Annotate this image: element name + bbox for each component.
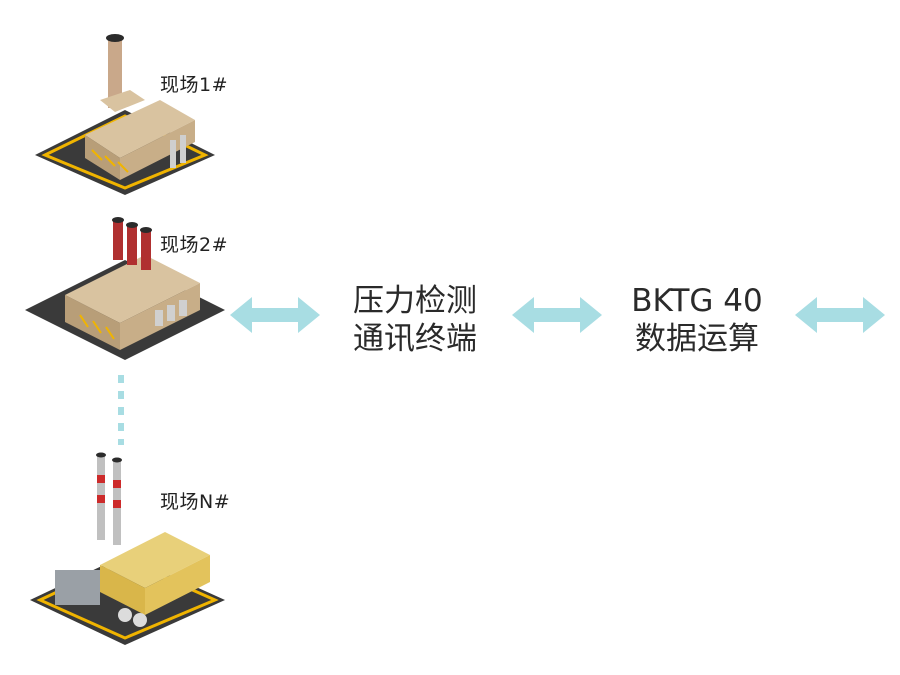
pressure-terminal-line2: 通讯终端 [353, 321, 477, 357]
pressure-terminal-block: 压力检测 通讯终端 [330, 282, 500, 358]
dotted-connector [118, 375, 124, 445]
double-arrow-icon [512, 297, 602, 333]
site-label-n: 现场N# [160, 491, 231, 513]
bktg-compute-line1: BKTG 40 [631, 283, 763, 319]
factory-1-icon [35, 34, 215, 195]
site-label-1: 现场1# [160, 74, 229, 96]
double-arrow-icon [795, 297, 885, 333]
double-arrow-icon [230, 297, 320, 333]
bktg-compute-block: BKTG 40 数据运算 [612, 282, 782, 358]
pressure-terminal-line1: 压力检测 [353, 283, 477, 319]
site-label-2: 现场2# [160, 234, 229, 256]
bktg-compute-line2: 数据运算 [635, 321, 759, 357]
factory-2-icon [25, 217, 225, 360]
factory-n-icon [30, 452, 225, 645]
